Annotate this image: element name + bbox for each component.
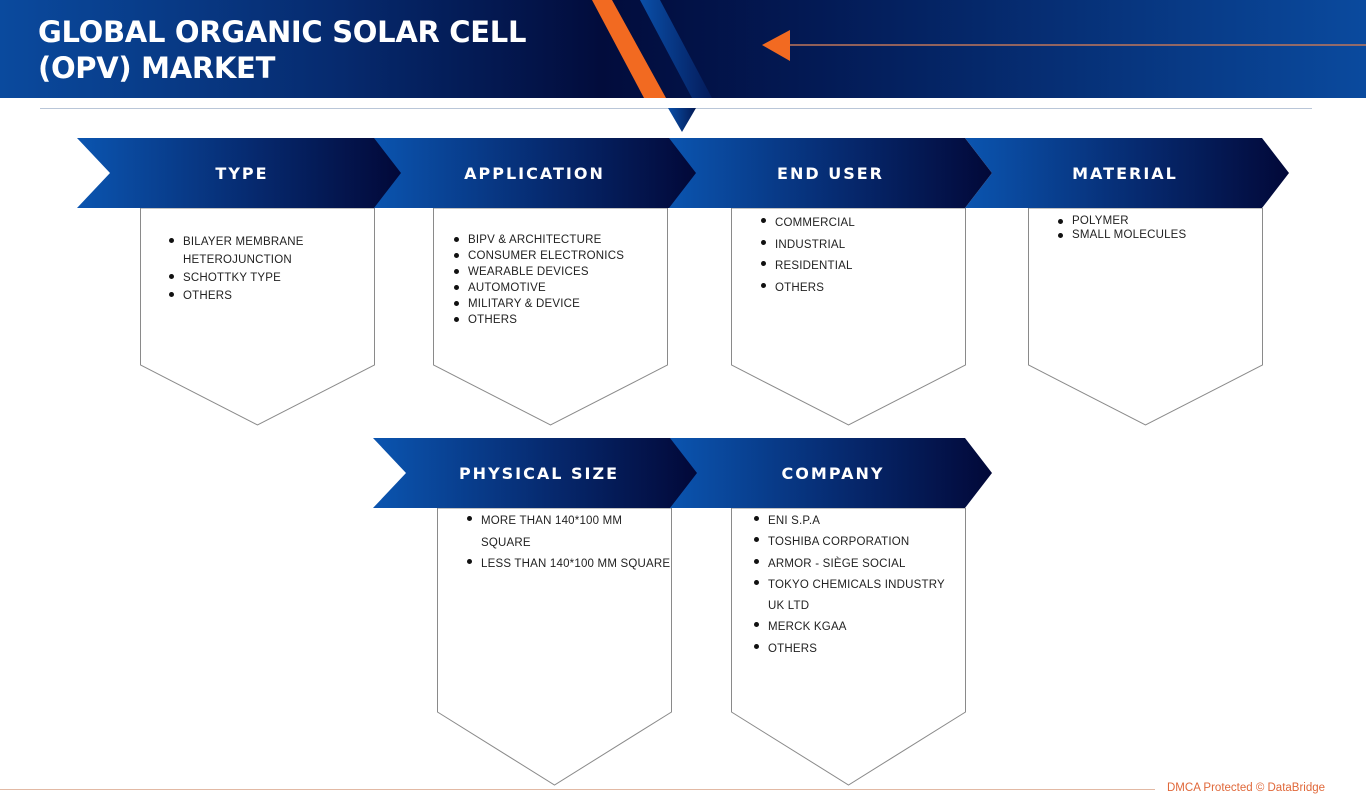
list-item: OTHERS (169, 287, 369, 305)
material-list: POLYMER SMALL MOLECULES (1058, 214, 1258, 242)
list-item: BILAYER MEMBRANE HETEROJUNCTION (169, 233, 369, 269)
segment-panel-end-user: COMMERCIAL INDUSTRIAL RESIDENTIAL OTHERS (731, 208, 966, 426)
segment-panel-physical-size: MORE THAN 140*100 MM SQUARE LESS THAN 14… (437, 508, 672, 786)
segment-title: PHYSICAL SIZE (458, 463, 620, 483)
company-list: ENI S.P.A TOSHIBA CORPORATION ARMOR - SI… (754, 511, 962, 660)
title-line-1: GLOBAL ORGANIC SOLAR CELL (38, 15, 527, 49)
blue-stripe (640, 0, 712, 98)
list-item: MERCK KGAA (754, 617, 962, 638)
title-line-2: (OPV) MARKET (38, 51, 276, 85)
page-title: GLOBAL ORGANIC SOLAR CELL (OPV) MARKET (38, 14, 578, 86)
segment-header-end-user: END USER (668, 138, 993, 208)
list-item: SCHOTTKY TYPE (169, 269, 369, 287)
list-item: MORE THAN 140*100 MM SQUARE (467, 511, 667, 554)
segment-title: MATERIAL (1072, 163, 1178, 183)
orange-arrow-head-icon (762, 30, 790, 61)
segment-panel-application: BIPV & ARCHITECTURE CONSUMER ELECTRONICS… (433, 208, 668, 426)
list-item: ENI S.P.A (754, 511, 962, 532)
segment-header-type: TYPE (77, 138, 402, 208)
down-pointer-icon (668, 108, 696, 132)
list-item: COMMERCIAL (761, 213, 961, 235)
segment-panel-company: ENI S.P.A TOSHIBA CORPORATION ARMOR - SI… (731, 508, 966, 786)
type-list: BILAYER MEMBRANE HETEROJUNCTION SCHOTTKY… (169, 233, 369, 305)
list-item: TOKYO CHEMICALS INDUSTRY UK LTD (754, 575, 962, 618)
header-banner: GLOBAL ORGANIC SOLAR CELL (OPV) MARKET (0, 0, 1366, 98)
list-item: OTHERS (761, 278, 961, 300)
segment-header-physical-size: PHYSICAL SIZE (373, 438, 698, 508)
list-item: RESIDENTIAL (761, 256, 961, 278)
segment-header-material: MATERIAL (965, 138, 1290, 208)
application-list: BIPV & ARCHITECTURE CONSUMER ELECTRONICS… (454, 232, 664, 328)
list-item: OTHERS (754, 639, 962, 660)
orange-stripe (592, 0, 666, 98)
list-item: LESS THAN 140*100 MM SQUARE (467, 554, 697, 576)
list-item: INDUSTRIAL (761, 235, 961, 257)
segment-panel-material: POLYMER SMALL MOLECULES (1028, 208, 1263, 426)
list-item: OTHERS (454, 312, 664, 328)
segment-title: APPLICATION (464, 163, 605, 183)
segment-header-company: COMPANY (668, 438, 993, 508)
physical-size-list: MORE THAN 140*100 MM SQUARE LESS THAN 14… (467, 511, 670, 576)
footer-divider (0, 789, 1155, 790)
list-item: AUTOMOTIVE (454, 280, 664, 296)
segment-title: TYPE (215, 163, 269, 183)
list-item: MILITARY & DEVICE (454, 296, 664, 312)
segment-title: END USER (777, 163, 884, 183)
list-item: TOSHIBA CORPORATION (754, 532, 962, 553)
end-user-list: COMMERCIAL INDUSTRIAL RESIDENTIAL OTHERS (761, 213, 961, 299)
segment-panel-type: BILAYER MEMBRANE HETEROJUNCTION SCHOTTKY… (140, 208, 375, 426)
segment-title: COMPANY (781, 463, 885, 483)
segment-header-application: APPLICATION (372, 138, 697, 208)
list-item: WEARABLE DEVICES (454, 264, 664, 280)
list-item: ARMOR - SIÈGE SOCIAL (754, 554, 962, 575)
list-item: SMALL MOLECULES (1058, 228, 1258, 242)
footer-copyright: DMCA Protected © DataBridge (1167, 782, 1326, 794)
header-decoration (592, 0, 1366, 98)
list-item: BIPV & ARCHITECTURE (454, 232, 664, 248)
list-item: POLYMER (1058, 214, 1258, 228)
list-item: CONSUMER ELECTRONICS (454, 248, 664, 264)
